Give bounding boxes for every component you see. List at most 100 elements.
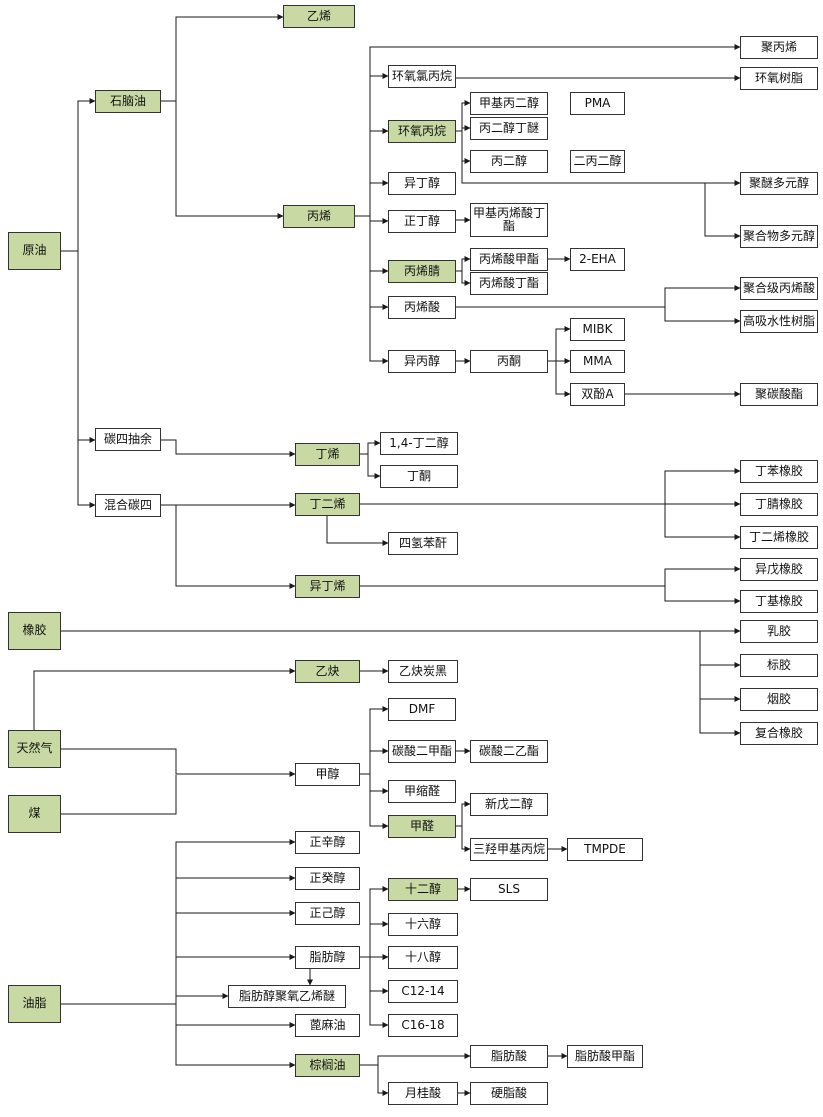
- node-bpa: 双酚A: [570, 383, 625, 406]
- edge-po-polymerpolyol: [704, 183, 741, 239]
- edge-aa-paa: [456, 285, 741, 308]
- edge-rubber-compound: [699, 631, 741, 736]
- node-isobutanol: 异丁醇: [388, 172, 456, 195]
- node-dodecanol: 十二醇: [388, 878, 458, 901]
- node-oils: 油脂: [8, 985, 61, 1023]
- node-rss: 烟胶: [740, 688, 818, 711]
- edge-natgas-methanol: [61, 748, 296, 777]
- edge-propylene-ipa: [369, 216, 389, 364]
- node-sls: SLS: [470, 878, 548, 901]
- node-epoxyresin: 环氧树脂: [740, 67, 818, 90]
- node-tmp: 三羟甲基丙烷: [470, 838, 548, 861]
- node-natgas: 天然气: [8, 730, 61, 768]
- node-c1214: C12-14: [388, 980, 458, 1003]
- node-palm: 棕榈油: [295, 1054, 360, 1077]
- node-fattyalc: 脂肪醇: [295, 946, 360, 969]
- node-acetone: 丙酮: [470, 350, 548, 373]
- edge-acetone-mibk: [548, 326, 571, 362]
- node-paa: 聚合级丙烯酸: [740, 277, 818, 300]
- node-ir: 异戊橡胶: [740, 558, 818, 581]
- node-po: 环氧丙烷: [388, 120, 456, 143]
- node-mpd: 甲基丙二醇: [470, 92, 548, 115]
- node-coal: 煤: [8, 795, 61, 833]
- edge-palm-lauric: [377, 1065, 389, 1096]
- node-butadiene: 丁二烯: [295, 493, 360, 516]
- node-sbr: 丁苯橡胶: [740, 460, 818, 483]
- node-fattyacid: 脂肪酸: [470, 1045, 548, 1068]
- node-dec: 碳酸二乙酯: [470, 740, 548, 763]
- edge-fattyalc-c1618: [369, 957, 389, 1028]
- edge-butene-bdo: [360, 440, 381, 455]
- edge-coal-methanol: [61, 775, 177, 815]
- edge-formaldehyde-npg: [456, 801, 471, 827]
- node-pgbe: 丙二醇丁醚: [470, 117, 548, 140]
- edge-oils-noctanol: [61, 839, 296, 1005]
- edge-formaldehyde-tmp: [461, 826, 471, 852]
- node-ma: 丙烯酸甲酯: [470, 248, 548, 271]
- edge-natgas-acetylene: [33, 668, 296, 730]
- edge-isobutylene-iir: [664, 586, 741, 604]
- node-noctanol: 正辛醇: [295, 831, 360, 854]
- edge-acn-ba: [461, 271, 471, 286]
- node-butene: 丁烯: [295, 443, 360, 466]
- edge-crude-naphtha: [61, 98, 96, 252]
- node-pma: PMA: [570, 92, 625, 115]
- node-aa: 丙烯酸: [388, 296, 456, 319]
- node-rubber: 橡胶: [8, 612, 61, 650]
- edge-po-mpd: [456, 100, 471, 132]
- node-aeo: 脂肪醇聚氧乙烯醚: [228, 985, 346, 1008]
- edge-acetone-bpa: [555, 361, 571, 397]
- node-iir: 丁基橡胶: [740, 590, 818, 613]
- node-pc: 聚碳酸酯: [740, 383, 818, 406]
- node-crude: 原油: [8, 232, 61, 270]
- edge-oils-palm: [175, 1004, 296, 1068]
- node-sap: 高吸水性树脂: [740, 310, 818, 333]
- node-formaldehyde: 甲醛: [388, 815, 456, 838]
- node-latex: 乳胶: [740, 620, 818, 643]
- edge-butadiene-br: [664, 504, 741, 540]
- node-polyether: 聚醚多元醇: [740, 172, 818, 195]
- node-fame: 脂肪酸甲酯: [567, 1045, 643, 1068]
- node-lauric: 月桂酸: [388, 1082, 458, 1105]
- edge-po-pg: [461, 131, 471, 164]
- edge-palm-fattyacid: [360, 1053, 471, 1066]
- node-isobutylene: 异丁烯: [295, 575, 360, 598]
- node-nbr: 丁腈橡胶: [740, 493, 818, 516]
- edge-methanol-formaldehyde: [369, 774, 389, 829]
- node-methylal: 甲缩醛: [388, 780, 456, 803]
- edge-isobutylene-ir: [360, 566, 741, 587]
- node-dmf: DMF: [388, 698, 456, 721]
- edge-butadiene-sbr: [360, 468, 741, 505]
- edge-butadiene-thpa: [326, 516, 389, 546]
- edge-methanol-dmf: [360, 706, 389, 775]
- edge-mixc4-isobutylene: [175, 505, 296, 589]
- edge-butene-mek: [367, 454, 381, 479]
- node-acetylene: 乙炔: [295, 660, 360, 683]
- node-bma: 甲基丙烯酸丁酯: [470, 203, 548, 237]
- edge-naphtha-propylene: [175, 101, 284, 219]
- node-ndecanol: 正癸醇: [295, 867, 360, 890]
- node-dmc: 碳酸二甲酯: [388, 740, 456, 763]
- node-naphtha: 石脑油: [95, 90, 161, 113]
- node-ech: 环氧氯丙烷: [388, 65, 456, 88]
- node-methanol: 甲醇: [295, 763, 360, 786]
- node-dpg: 二丙二醇: [570, 150, 625, 173]
- node-pp: 聚丙烯: [740, 36, 818, 59]
- node-octadecanol: 十八醇: [388, 946, 458, 969]
- node-polymerpolyol: 聚合物多元醇: [740, 225, 818, 248]
- edge-crude-mixc4: [77, 440, 96, 508]
- node-compound: 复合橡胶: [740, 722, 818, 745]
- node-ipa: 异丙醇: [388, 350, 456, 373]
- node-pg: 丙二醇: [470, 150, 548, 173]
- node-nbutanol: 正丁醇: [388, 210, 456, 233]
- node-mek: 丁酮: [380, 465, 458, 488]
- node-stearic: 硬脂酸: [470, 1082, 548, 1105]
- node-bdo: 1,4-丁二醇: [380, 432, 458, 455]
- node-castor: 蓖麻油: [295, 1014, 360, 1037]
- node-tmpde: TMPDE: [567, 838, 643, 861]
- node-ba: 丙烯酸丁酯: [470, 272, 548, 295]
- node-c4raff: 碳四抽余: [95, 428, 161, 451]
- node-propylene: 丙烯: [283, 205, 355, 228]
